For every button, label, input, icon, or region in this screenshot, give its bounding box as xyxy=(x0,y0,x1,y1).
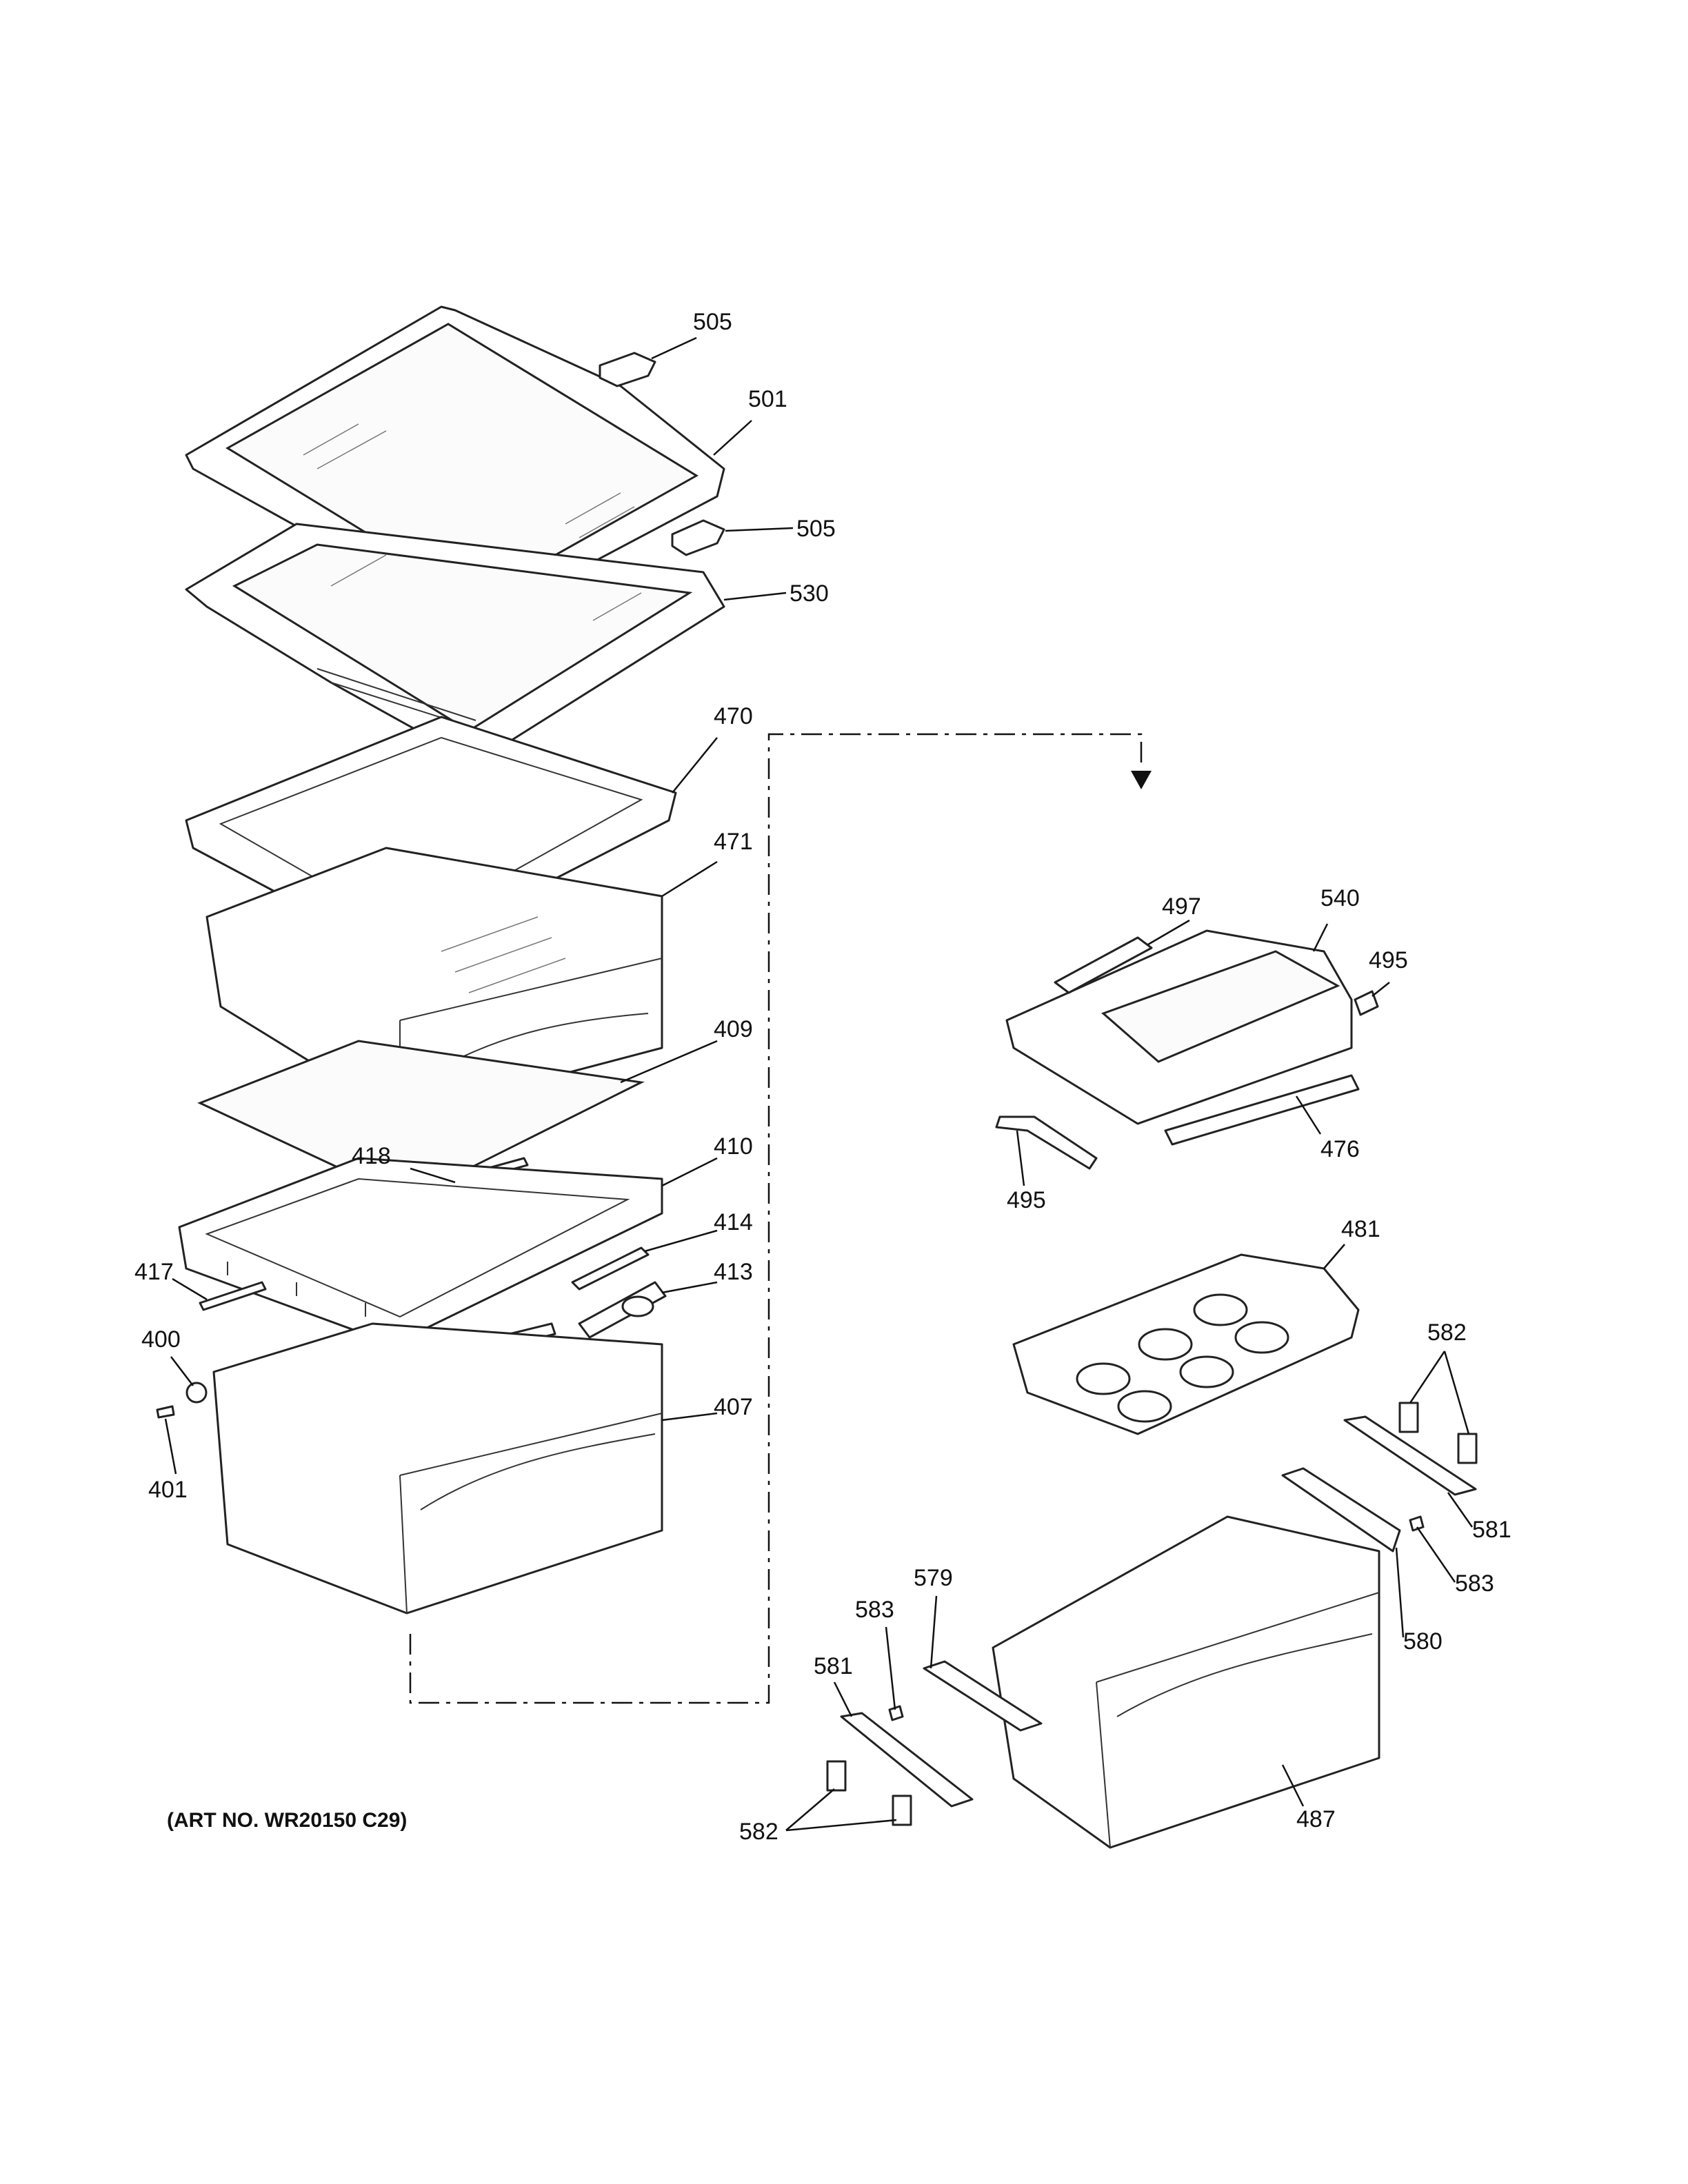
part-476-seal xyxy=(1164,1074,1360,1146)
part-481-tray xyxy=(1012,1253,1360,1435)
part-582-clip-upper-a xyxy=(1398,1402,1419,1433)
callout-487: 487 xyxy=(1296,1806,1336,1832)
callout-505-upper: 505 xyxy=(693,309,732,335)
part-401-screw xyxy=(156,1405,175,1419)
part-579-rail xyxy=(923,1660,1043,1732)
part-497-strip xyxy=(1054,936,1153,994)
callout-505-lower: 505 xyxy=(796,516,836,542)
callout-501: 501 xyxy=(748,386,787,412)
part-583-screw-left xyxy=(888,1705,904,1721)
callout-470: 470 xyxy=(714,703,753,729)
part-530-shelf-assembly xyxy=(185,523,725,760)
part-581-rail-right xyxy=(1343,1415,1477,1496)
part-495-rail-left xyxy=(995,1115,1098,1170)
part-582-clip-upper-b xyxy=(1457,1433,1478,1464)
part-505-clip-lower xyxy=(671,519,725,556)
part-417-rod xyxy=(199,1281,267,1311)
part-414-handle-strip xyxy=(571,1246,650,1291)
callout-581-left: 581 xyxy=(814,1653,853,1679)
callout-540: 540 xyxy=(1320,885,1360,911)
part-487-pan-drawer xyxy=(992,1515,1380,1849)
callout-583-right: 583 xyxy=(1455,1570,1494,1597)
callout-582-upper: 582 xyxy=(1427,1320,1467,1346)
callout-530: 530 xyxy=(790,580,829,607)
callout-407: 407 xyxy=(714,1394,753,1420)
part-495-rail-right xyxy=(1354,990,1379,1016)
part-407-large-drawer xyxy=(212,1322,663,1615)
part-413-control xyxy=(578,1281,667,1339)
part-400-washer xyxy=(185,1382,208,1404)
part-580-bracket xyxy=(1281,1467,1401,1553)
callout-409: 409 xyxy=(714,1016,753,1042)
callout-418: 418 xyxy=(352,1143,391,1169)
callout-495-upper: 495 xyxy=(1369,947,1408,973)
callout-414: 414 xyxy=(714,1209,753,1235)
callout-581-right: 581 xyxy=(1472,1517,1511,1543)
reference-arrow-icon xyxy=(1131,771,1152,789)
part-582-clip-lower-a xyxy=(826,1760,847,1792)
part-583-screw-right xyxy=(1409,1515,1425,1532)
callout-417: 417 xyxy=(134,1259,174,1285)
callout-579: 579 xyxy=(914,1565,953,1591)
part-505-clip-upper xyxy=(599,352,656,387)
callout-413: 413 xyxy=(714,1259,753,1285)
leader-lines xyxy=(164,336,1474,1832)
callout-401: 401 xyxy=(148,1477,188,1503)
callout-580: 580 xyxy=(1403,1628,1443,1655)
callout-476: 476 xyxy=(1320,1136,1360,1162)
callout-583-left: 583 xyxy=(855,1597,894,1623)
callout-582-lower: 582 xyxy=(739,1819,778,1845)
callout-labels: 505 501 505 530 470 471 409 418 410 414 … xyxy=(134,309,1511,1845)
part-540-pan-cover xyxy=(1005,929,1353,1125)
callout-481: 481 xyxy=(1341,1216,1380,1242)
art-number: (ART NO. WR20150 C29) xyxy=(167,1809,407,1832)
callout-410: 410 xyxy=(714,1133,753,1160)
callout-495-lower: 495 xyxy=(1007,1187,1046,1213)
callout-471: 471 xyxy=(714,829,753,855)
reference-dashed-line xyxy=(409,733,1143,1704)
part-410-drawer-frame xyxy=(178,1157,663,1346)
callout-497: 497 xyxy=(1162,893,1201,920)
part-581-rail-left xyxy=(840,1712,974,1808)
callout-400: 400 xyxy=(141,1326,181,1353)
